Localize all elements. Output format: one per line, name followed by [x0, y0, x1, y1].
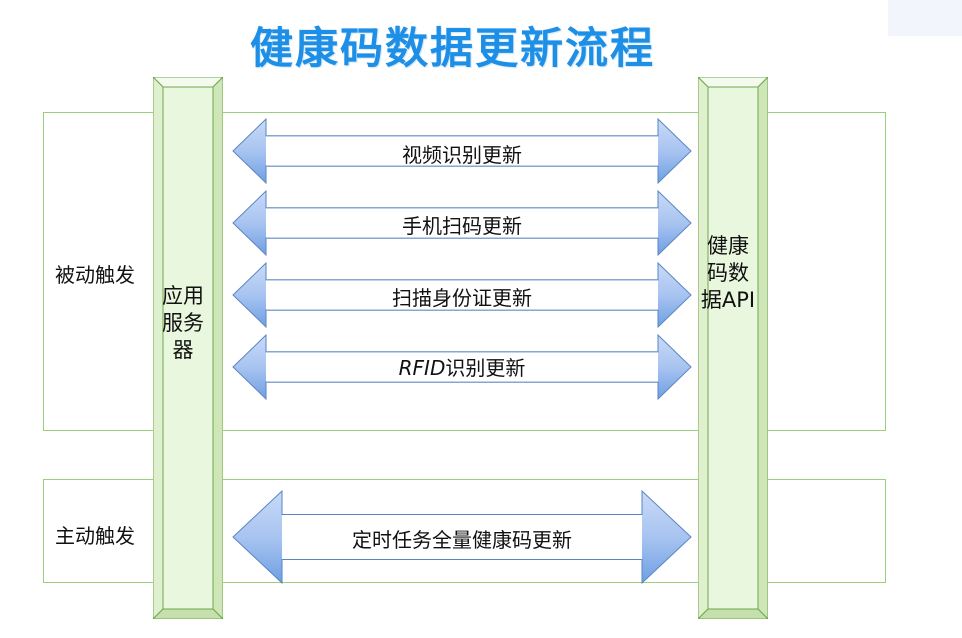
- passive-trigger-region: [43, 112, 886, 431]
- arrow-shaft-fill: [266, 207, 658, 239]
- corner-decoration: [888, 0, 962, 36]
- health-code-api-label: 健康码数据API: [700, 234, 756, 312]
- arrow-rfid-recognition: RFID识别更新: [232, 334, 692, 400]
- diagram-title: 健康码数据更新流程: [250, 24, 655, 74]
- health-code-api-pillar: 健康码数据API: [698, 77, 768, 619]
- arrow-shaft-edge: [266, 207, 658, 239]
- double-arrow-shape: [232, 334, 692, 400]
- pillar-shape: [153, 77, 223, 619]
- app-server-label: 应用服务器: [162, 284, 204, 362]
- arrow-shaft-edge: [266, 135, 658, 167]
- arrow-shaft-fill: [282, 514, 642, 560]
- pillar-shape: [698, 77, 768, 619]
- passive-trigger-label: 被动触发: [55, 263, 135, 287]
- double-arrow-shape: [232, 118, 692, 184]
- arrow-video-recognition: 视频识别更新: [232, 118, 692, 184]
- rfid-text: RFID: [398, 356, 446, 380]
- arrow-phone-scan: 手机扫码更新: [232, 190, 692, 256]
- arrow-label-id-card: 扫描身份证更新: [392, 286, 532, 310]
- arrow-scheduled-full-update: 定时任务全量健康码更新: [232, 490, 692, 584]
- arrow-label-video: 视频识别更新: [402, 143, 522, 167]
- app-server-pillar: 应用服务器: [153, 77, 223, 619]
- arrow-shaft-fill: [266, 135, 658, 167]
- arrow-id-card-scan: 扫描身份证更新: [232, 262, 692, 328]
- active-trigger-label: 主动触发: [55, 524, 135, 548]
- double-arrow-shape: [232, 190, 692, 256]
- rfid-suffix: 识别更新: [445, 356, 526, 380]
- arrow-label-scheduled: 定时任务全量健康码更新: [352, 528, 572, 552]
- arrow-shaft-fill: [266, 279, 658, 311]
- double-arrow-shape: [232, 490, 692, 584]
- arrow-label-phone: 手机扫码更新: [402, 214, 522, 238]
- arrow-label-rfid: RFID识别更新: [232, 352, 692, 381]
- arrow-shaft-edge: [282, 513, 642, 561]
- active-trigger-region: [43, 479, 886, 583]
- double-arrow-shape: [232, 262, 692, 328]
- arrow-shaft-edge: [266, 279, 658, 311]
- arrow-shaft-edge: [266, 351, 658, 383]
- arrow-shaft-fill: [266, 351, 658, 383]
